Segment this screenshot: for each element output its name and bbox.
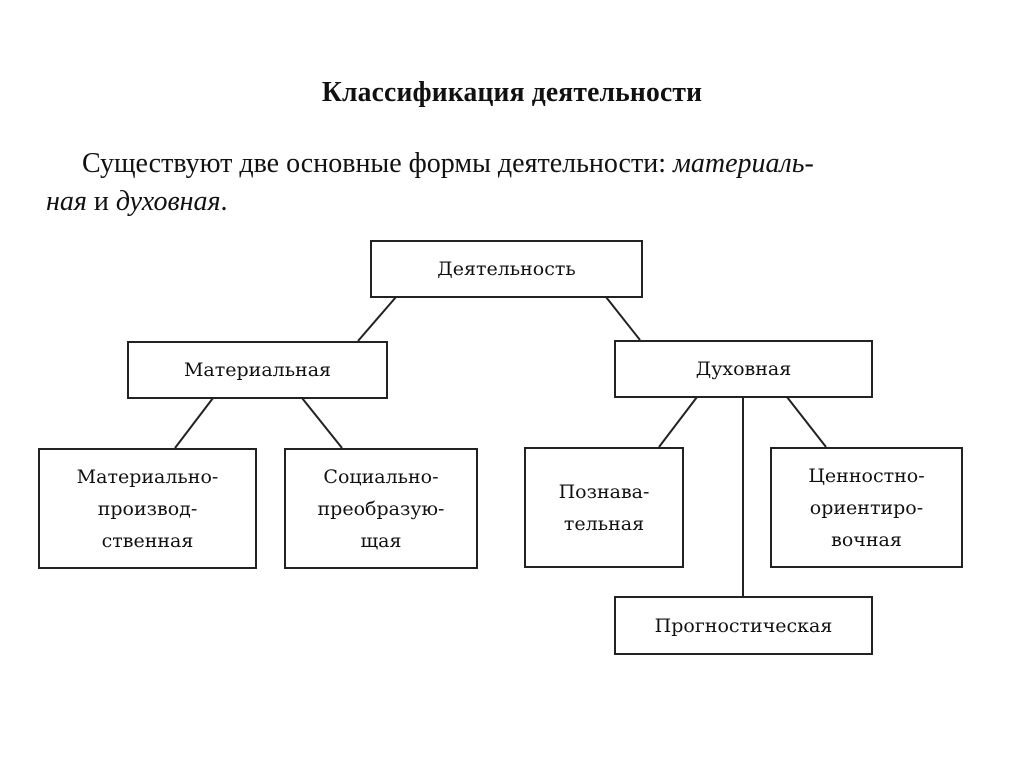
intro-term-material: материаль- xyxy=(672,148,814,179)
node-activity: Деятельность xyxy=(370,240,643,298)
connector-spiritual-cognitive xyxy=(658,396,698,448)
intro-line-2: ная и духовная. xyxy=(46,183,962,221)
node-label-line: ственная xyxy=(101,529,194,552)
node-label-line: ориентиро- xyxy=(809,496,924,519)
intro-conjunction: и xyxy=(86,186,116,217)
node-label-line: Социально- xyxy=(323,465,439,488)
connector-root-spiritual xyxy=(605,296,641,341)
connector-material-production xyxy=(174,397,214,449)
intro-paragraph: Существуют две основные формы деятельнос… xyxy=(46,145,962,221)
connector-spiritual-value xyxy=(786,396,827,448)
node-label-line: Ценностно- xyxy=(808,464,925,487)
node-label: Деятельность xyxy=(437,258,576,280)
node-label-line: Познава- xyxy=(558,480,650,503)
node-material-production: Материально- производ- ственная xyxy=(38,448,257,569)
node-label: Прогностическая xyxy=(654,614,833,637)
node-label-line: Материально- xyxy=(76,465,219,488)
node-spiritual: Духовная xyxy=(614,340,873,398)
connector-material-social xyxy=(301,397,343,449)
node-label-line: преобразую- xyxy=(317,497,445,520)
intro-line-1: Существуют две основные формы деятельнос… xyxy=(82,145,962,183)
intro-text: Существуют две основные формы деятельнос… xyxy=(82,148,673,179)
node-cognitive: Познава- тельная xyxy=(524,447,684,568)
intro-term-spiritual: духовная xyxy=(115,186,221,217)
node-social-transforming: Социально- преобразую- щая xyxy=(284,448,478,569)
node-label: Духовная xyxy=(695,358,792,380)
node-label-line: производ- xyxy=(97,497,198,520)
node-value-oriented: Ценностно- ориентиро- вочная xyxy=(770,447,963,568)
node-label: Материальная xyxy=(183,359,332,381)
node-label-line: тельная xyxy=(563,512,645,535)
intro-term-material-end: ная xyxy=(46,186,87,217)
connector-root-material xyxy=(357,296,397,342)
node-label-line: вочная xyxy=(831,528,902,551)
node-material: Материальная xyxy=(127,341,388,399)
page-title: Классификация деятельности xyxy=(321,76,703,108)
intro-period: . xyxy=(220,186,228,217)
node-prognostic: Прогностическая xyxy=(614,596,873,655)
node-label-line: щая xyxy=(360,529,402,552)
